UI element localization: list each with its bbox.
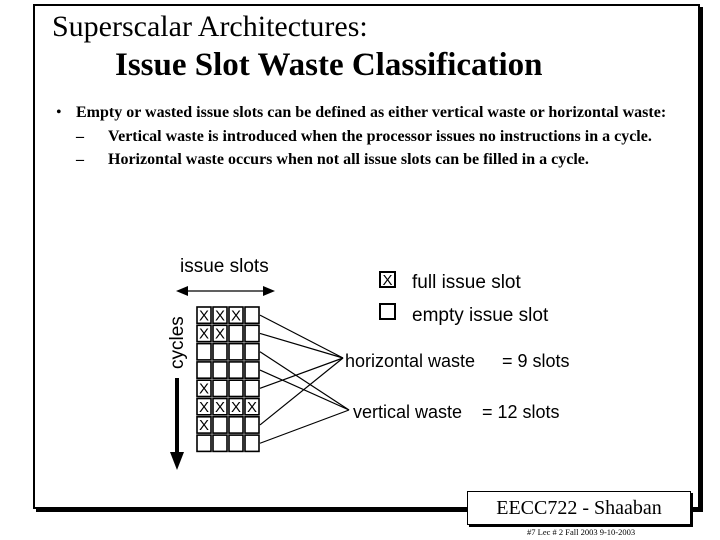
full-slot xyxy=(212,324,228,343)
empty-slot xyxy=(196,361,212,379)
empty-slot xyxy=(212,379,228,398)
full-slot xyxy=(196,379,212,398)
empty-slot xyxy=(244,415,260,434)
full-slot xyxy=(196,415,212,434)
legend-full-marker: X xyxy=(382,272,392,289)
empty-slot xyxy=(212,434,228,453)
issue-slots-arrow-left-head xyxy=(176,286,188,296)
legend-full-box xyxy=(379,271,396,288)
vertical-waste-line xyxy=(259,409,350,444)
sub-bullet-text: Horizontal waste occurs when not all iss… xyxy=(108,151,589,168)
bullet-dot: • xyxy=(56,104,62,121)
empty-slot xyxy=(244,342,260,361)
course-footer: EECC722 - Shaaban xyxy=(467,491,691,525)
slot-marker: X xyxy=(215,307,225,324)
sub-bullet-item: – Vertical waste is introduced when the … xyxy=(52,125,682,149)
empty-slot xyxy=(228,342,244,361)
full-slot xyxy=(244,397,260,416)
empty-slot xyxy=(244,434,260,453)
empty-slot xyxy=(228,361,244,379)
full-slot xyxy=(212,306,228,325)
slot-marker: X xyxy=(215,399,225,416)
legend-empty-label: empty issue slot xyxy=(412,305,549,326)
empty-slot xyxy=(244,306,260,325)
slot-marker: X xyxy=(199,417,209,434)
empty-slot xyxy=(244,379,260,398)
full-slot xyxy=(196,306,212,325)
full-slot xyxy=(228,397,244,416)
legend-empty-box xyxy=(379,303,396,320)
vertical-waste-label: vertical waste xyxy=(353,402,462,422)
full-slot xyxy=(212,397,228,416)
slot-marker: X xyxy=(247,399,257,416)
cycles-arrow-head xyxy=(170,452,184,470)
sub-bullet-dash: – xyxy=(76,127,84,145)
empty-slot xyxy=(228,434,244,453)
empty-slot xyxy=(228,415,244,434)
cycle-row: X xyxy=(196,415,260,434)
full-slot xyxy=(196,397,212,416)
vertical-waste-line xyxy=(259,351,350,411)
waste-connector-lines xyxy=(259,314,350,444)
horizontal-waste-line xyxy=(259,332,344,359)
sub-bullet-item: – Horizontal waste occurs when not all i… xyxy=(52,148,682,172)
empty-slot xyxy=(244,324,260,343)
bullet-item: • Empty or wasted issue slots can be def… xyxy=(52,101,682,125)
cycle-row xyxy=(196,361,260,379)
empty-slot xyxy=(196,342,212,361)
vertical-waste-line xyxy=(259,369,350,411)
empty-slot xyxy=(196,434,212,453)
slot-marker: X xyxy=(199,381,209,398)
empty-slot xyxy=(212,342,228,361)
sub-bullet-dash: – xyxy=(76,151,84,168)
cycles-label: cycles xyxy=(167,316,188,369)
lecture-info: #7 Lec # 2 Fall 2003 9-10-2003 xyxy=(527,527,636,537)
slot-marker: X xyxy=(231,307,241,324)
vertical-waste-value: = 12 slots xyxy=(482,402,560,422)
horizontal-waste-line xyxy=(259,314,344,359)
full-slot xyxy=(228,306,244,325)
slot-marker: X xyxy=(215,326,225,343)
cycle-row xyxy=(196,342,260,361)
slot-marker: X xyxy=(199,326,209,343)
horizontal-waste-line xyxy=(259,357,344,426)
legend-full-label: full issue slot xyxy=(412,272,521,293)
slide-supertitle: Superscalar Architectures: xyxy=(52,10,368,43)
horizontal-waste-label: horizontal waste xyxy=(345,351,475,371)
slide-frame xyxy=(33,4,700,509)
bullet-list: • Empty or wasted issue slots can be def… xyxy=(52,101,682,172)
empty-slot xyxy=(244,361,260,379)
sub-bullet-text: Vertical waste is introduced when the pr… xyxy=(108,127,652,145)
bullet-text: Empty or wasted issue slots can be defin… xyxy=(76,104,667,121)
empty-slot xyxy=(228,324,244,343)
slide-title: Issue Slot Waste Classification xyxy=(115,47,543,83)
slot-marker: X xyxy=(199,307,209,324)
slot-marker: X xyxy=(199,399,209,416)
horizontal-waste-line xyxy=(259,357,344,389)
full-slot xyxy=(196,324,212,343)
cycle-row xyxy=(196,434,260,453)
horizontal-waste-value: = 9 slots xyxy=(502,351,570,371)
issue-slots-label: issue slots xyxy=(180,256,269,277)
issue-slots-arrow-right-head xyxy=(263,286,275,296)
cycle-row: X xyxy=(196,379,260,398)
empty-slot xyxy=(212,415,228,434)
slot-marker: X xyxy=(231,399,241,416)
empty-slot xyxy=(228,379,244,398)
empty-slot xyxy=(212,361,228,379)
